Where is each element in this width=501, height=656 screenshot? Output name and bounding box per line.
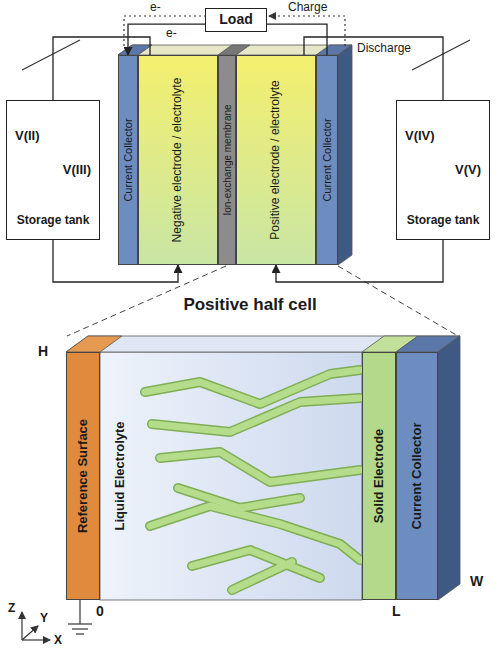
positive-electrode: Positive electrode / electrolyte xyxy=(236,55,316,265)
negative-electrode: Negative electrode / electrolyte xyxy=(138,55,218,265)
node-text: Current Collector xyxy=(122,118,134,201)
connector xyxy=(267,24,327,55)
node-text: Reference Surface xyxy=(76,419,90,533)
zoom-lines xyxy=(67,266,458,336)
current-collector: Current Collector xyxy=(316,55,338,265)
node-text: Current Collector xyxy=(321,118,333,201)
electrode-fibres xyxy=(145,370,360,590)
slash xyxy=(22,40,80,70)
node-text: Solid Electrode xyxy=(372,429,386,524)
load-box: Load xyxy=(205,8,267,32)
connector xyxy=(128,24,205,55)
liquid-electrolyte: Liquid Electrolyte xyxy=(100,352,362,600)
node-text: Liquid Electrolyte xyxy=(113,421,127,530)
node-text: V(II) xyxy=(15,129,40,143)
section-title: Positive half cell xyxy=(183,296,316,315)
dimension-label: L xyxy=(392,604,401,619)
node-text: Storage tank xyxy=(407,214,480,227)
node-text: Storage tank xyxy=(17,214,90,227)
node-text: V(III) xyxy=(63,163,91,177)
node-text: Positive electrode / electrolyte xyxy=(269,80,282,239)
node-text: V(IV) xyxy=(405,129,435,143)
electron-label: e- xyxy=(150,1,161,14)
axes xyxy=(22,612,50,640)
current-collector: Current Collector xyxy=(396,352,438,600)
membrane: Ion-exchange membrane xyxy=(218,55,236,265)
node-text: Ion-exchange membrane xyxy=(222,104,233,215)
ground-symbol xyxy=(68,600,92,634)
mode-label: Charge xyxy=(288,1,327,14)
cell-3d xyxy=(118,45,352,265)
reference-surface: Reference Surface xyxy=(66,352,100,600)
node-text: V(V) xyxy=(455,163,481,177)
electron-label: e- xyxy=(166,27,177,40)
dimension-label: W xyxy=(470,574,483,589)
axis-label: Y xyxy=(40,612,48,625)
axis-label: X xyxy=(54,634,62,647)
storage-tank: V(II) V(III) Storage tank xyxy=(6,100,100,240)
half-cell-3d xyxy=(66,336,460,600)
storage-tank: V(IV) V(V) Storage tank xyxy=(396,100,490,240)
solid-electrode: Solid Electrode xyxy=(362,352,396,600)
axis-label: Z xyxy=(8,602,15,615)
dimension-label: 0 xyxy=(96,604,104,619)
node-text: Current Collector xyxy=(410,423,424,530)
mode-label: Discharge xyxy=(357,42,411,55)
current-collector: Current Collector xyxy=(118,55,138,265)
node-text: Negative electrode / electrolyte xyxy=(171,78,184,243)
slash xyxy=(412,40,470,70)
dimension-label: H xyxy=(38,344,48,359)
node-text: Load xyxy=(219,12,252,27)
